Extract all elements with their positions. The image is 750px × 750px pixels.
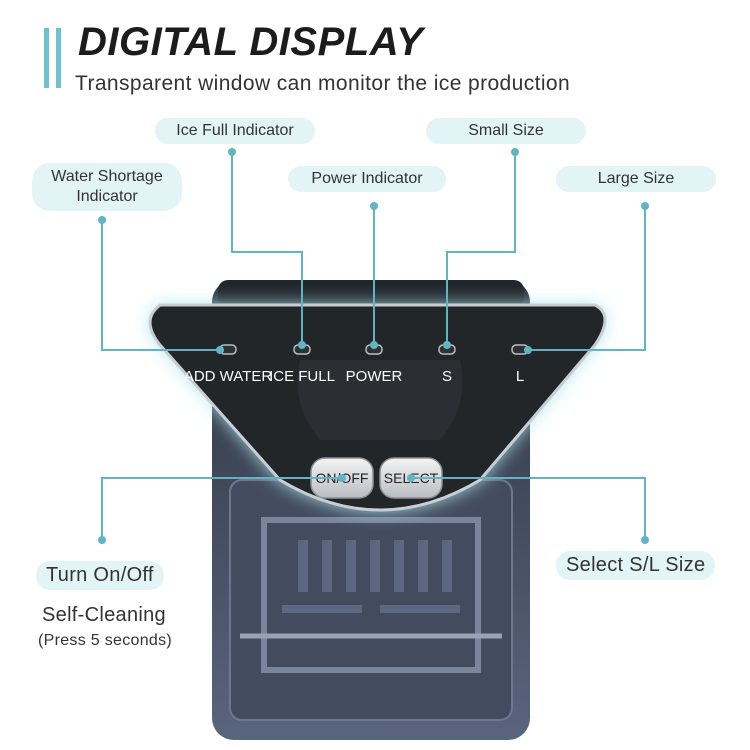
ice-basket [261,517,481,673]
leader-on-off [101,477,342,540]
ice-window [229,479,513,721]
select-size-label: Select S/L Size [556,551,716,580]
control-panel-inner-recess [297,360,463,440]
ice-full-label: ICE FULL [269,368,335,385]
leader-lines [101,152,646,540]
add-water-label: ADD WATER [184,368,272,385]
leader-select [411,477,646,540]
page-subtitle: Transparent window can monitor the ice p… [75,72,571,95]
large-size-label: L [516,368,524,385]
indicator-leds [219,344,529,355]
small-size-label: S [442,368,452,385]
leader-ice-full [231,152,303,345]
leader-dots [98,148,649,544]
callout-small-size: Small Size [426,118,586,144]
basket-slots [282,540,460,613]
turn-on-off-label: Turn On/Off [36,561,164,590]
self-cleaning-note: (Press 5 seconds) [38,632,173,649]
callout-ice-full-indicator: Ice Full Indicator [155,118,315,144]
title-accent-bar [56,28,61,88]
leader-large-size [528,206,646,351]
page-title: DIGITAL DISPLAY [78,20,424,64]
leader-water-shortage [101,220,220,351]
callout-power-indicator: Power Indicator [288,166,446,192]
title-accent-bar [44,28,49,88]
callout-water-shortage-indicator: Water Shortage Indicator [32,163,182,211]
callout-large-size: Large Size [556,166,716,192]
self-cleaning-label: Self-Cleaning [42,604,166,626]
power-label: POWER [346,368,403,385]
leader-small-size [446,152,516,345]
